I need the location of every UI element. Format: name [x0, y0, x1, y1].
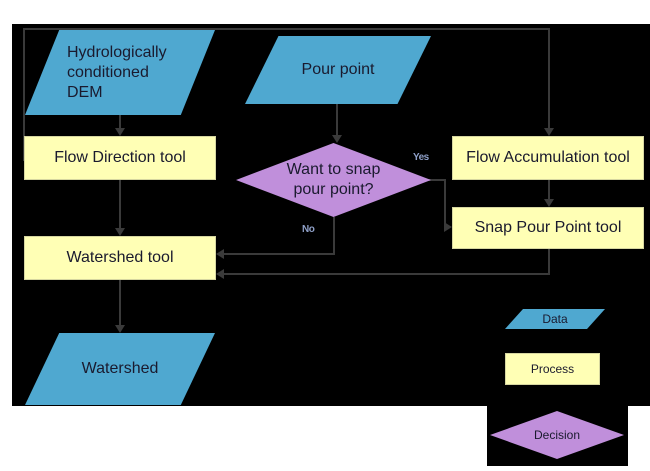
node-watershed[interactable]: Watershed — [25, 333, 215, 405]
connector-decision-yes-out — [428, 179, 446, 181]
node-flow-accumulation-tool[interactable]: Flow Accumulation tool — [452, 136, 644, 180]
connector-dem-to-flowaccum — [548, 28, 550, 128]
connector-watershedtool-to-watershed — [119, 280, 121, 325]
connector-dem-left-riser — [23, 28, 25, 160]
arrowhead-decision-yes-to-snap — [444, 222, 452, 232]
arrowhead-dem-to-flowaccum — [544, 128, 554, 136]
node-dem-line2: conditioned — [67, 63, 149, 81]
arrowhead-watershedtool-to-watershed — [115, 325, 125, 333]
legend-item-data: Data — [505, 309, 605, 329]
legend-data-label: Data — [542, 311, 568, 326]
legend-decision-label: Decision — [533, 427, 581, 442]
arrowhead-flowaccum-to-snap — [544, 199, 554, 207]
arrowhead-flowdir-to-watershedtool — [115, 228, 125, 236]
node-watershed-tool[interactable]: Watershed tool — [24, 236, 216, 280]
legend-process-label: Process — [530, 361, 575, 376]
node-decision-line1: Want to snap — [286, 161, 381, 178]
connector-flowdir-to-watershedtool — [119, 180, 121, 228]
node-dem-line1: Hydrologically — [67, 43, 167, 61]
connector-flowaccum-to-snap — [548, 180, 550, 199]
arrowhead-dem-to-flowdir — [115, 128, 125, 136]
node-hydrologically-conditioned-dem[interactable]: Hydrologically conditioned DEM — [25, 30, 215, 115]
node-pour-point-label: Pour point — [301, 61, 375, 78]
arrowhead-snap-to-watershedtool — [216, 269, 224, 279]
connector-pourpoint-to-decision — [336, 104, 338, 135]
branch-label-yes: Yes — [413, 152, 429, 163]
arrowhead-pourpoint-to-decision — [332, 135, 342, 143]
node-decision-line2: pour point? — [293, 181, 374, 198]
connector-snap-to-watershedtool-rail — [224, 273, 550, 275]
node-snap-pour-point-label: Snap Pour Point tool — [474, 219, 622, 236]
connector-decision-yes-drop — [444, 179, 446, 227]
node-flow-direction-label: Flow Direction tool — [54, 149, 186, 166]
node-watershed-tool-label: Watershed tool — [66, 249, 174, 266]
node-flow-accumulation-label: Flow Accumulation tool — [466, 149, 630, 166]
legend-item-process: Process — [505, 353, 600, 385]
branch-label-no: No — [302, 224, 315, 235]
arrowhead-decision-no-to-watershedtool — [216, 249, 224, 259]
node-snap-pour-point-tool[interactable]: Snap Pour Point tool — [452, 207, 644, 249]
connector-dem-to-flowdir — [119, 115, 121, 128]
connector-dem-top-rail — [23, 28, 550, 30]
node-pour-point[interactable]: Pour point — [245, 36, 431, 104]
node-dem-line3: DEM — [67, 83, 103, 101]
node-flow-direction-tool[interactable]: Flow Direction tool — [24, 136, 216, 180]
connector-snap-to-watershedtool-drop — [548, 249, 550, 275]
connector-decision-no-drop — [333, 217, 335, 255]
connector-decision-no-to-watershedtool — [224, 253, 335, 255]
node-watershed-label: Watershed — [81, 360, 159, 377]
